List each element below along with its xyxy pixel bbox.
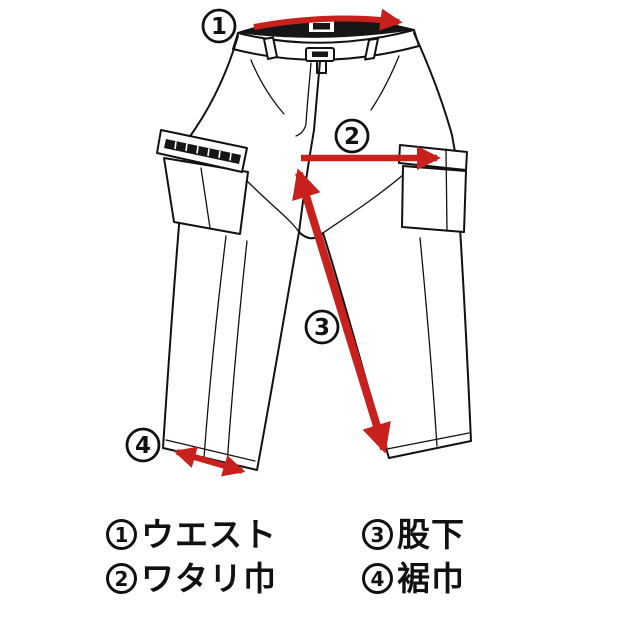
marker-num-1: 1: [211, 14, 227, 40]
belt-loop: [263, 36, 278, 60]
legend-num-waist: 1: [106, 519, 137, 550]
zipper-teeth: [174, 141, 232, 161]
marker-circle-2: [334, 118, 370, 154]
left-cargo-pocket: [156, 129, 249, 235]
legend-num-hem: 4: [362, 563, 393, 594]
marker-num-4: 4: [135, 433, 151, 459]
hem-width-arrow: [173, 446, 246, 477]
buttonhole: [312, 51, 328, 57]
marker-circle-1: [201, 8, 237, 44]
diagram-markers: 1 2 3 4: [125, 8, 370, 463]
measurement-legend: 1 ウエスト 3 股下 2 ワタリ巾 4 裾巾: [0, 506, 640, 640]
marker-hem: 4: [125, 427, 161, 463]
waist-arrow: [253, 8, 403, 31]
legend-label-thigh: ワタリ巾: [141, 559, 277, 598]
pants-diagram: 1 2 3 4: [125, 8, 472, 477]
marker-num-3: 3: [314, 315, 330, 341]
right-cargo-pocket: [398, 144, 468, 233]
legend-label-hem: 裾巾: [397, 559, 465, 598]
pocket-zipper: [164, 139, 241, 164]
marker-thigh: 2: [334, 118, 370, 154]
back-label-inner: [313, 23, 330, 30]
legend-item-inseam: 3 股下: [362, 518, 465, 551]
measure-arrows: [173, 8, 441, 477]
legend-item-waist: 1 ウエスト: [106, 518, 277, 551]
legend-num-inseam: 3: [362, 519, 393, 550]
legend-item-hem: 4 裾巾: [362, 562, 465, 595]
marker-circle-4: [125, 427, 161, 463]
marker-inseam: 3: [304, 309, 340, 345]
marker-num-2: 2: [344, 124, 360, 150]
inseam-arrow: [292, 168, 391, 454]
legend-item-thigh: 2 ワタリ巾: [106, 562, 277, 595]
marker-waist: 1: [201, 8, 237, 44]
belt-loop: [364, 37, 379, 61]
legend-num-thigh: 2: [106, 563, 137, 594]
legend-label-waist: ウエスト: [141, 515, 277, 554]
legend-label-inseam: 股下: [397, 515, 465, 554]
marker-circle-3: [304, 309, 340, 345]
